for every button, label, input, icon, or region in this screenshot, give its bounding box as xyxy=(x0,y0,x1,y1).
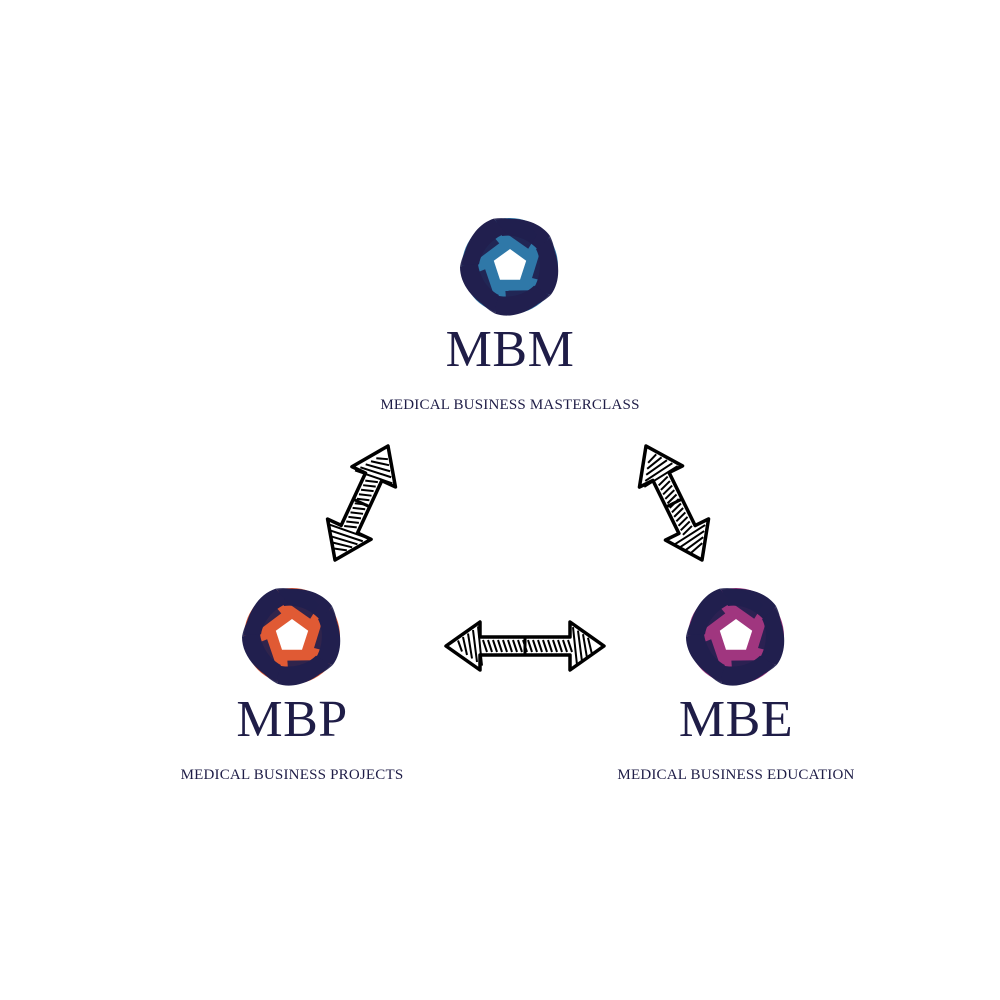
node-abbreviation: MBM xyxy=(445,321,575,378)
node-abbreviation: MBE xyxy=(678,691,794,748)
node-full-name: MEDICAL BUSINESS EDUCATION xyxy=(617,767,855,783)
arrow-mbp-mbe xyxy=(444,620,606,672)
knot-logo-icon xyxy=(242,588,341,686)
node-mbp: MBP MEDICAL BUSINESS PROJECTS xyxy=(132,584,452,784)
node-mbm: MBM MEDICAL BUSINESS MASTERCLASS xyxy=(350,214,670,414)
node-full-name: MEDICAL BUSINESS MASTERCLASS xyxy=(380,397,640,413)
node-mbe: MBE MEDICAL BUSINESS EDUCATION xyxy=(576,584,896,784)
node-abbreviation: MBP xyxy=(236,691,348,748)
knot-logo-icon xyxy=(460,218,559,316)
node-full-name: MEDICAL BUSINESS PROJECTS xyxy=(180,767,404,783)
arrow-mbm-mbp xyxy=(325,444,398,562)
knot-logo-icon xyxy=(686,588,785,686)
arrow-mbm-mbe xyxy=(637,444,711,562)
